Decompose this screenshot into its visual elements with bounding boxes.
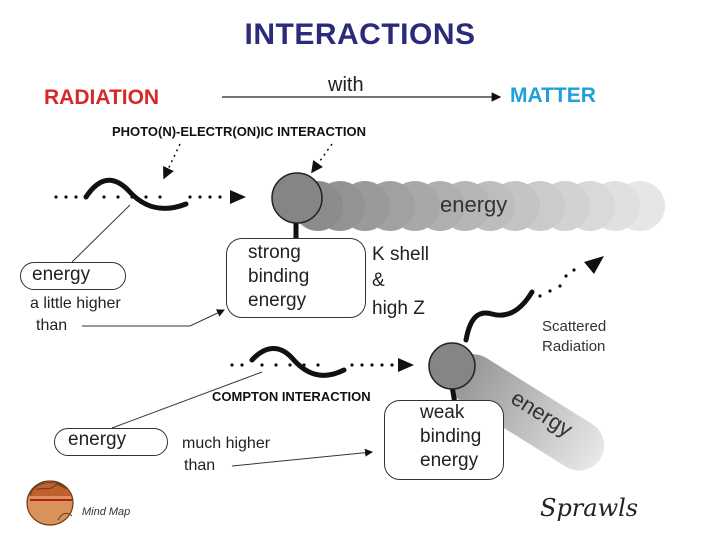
compton-binding-line-2: binding bbox=[420, 426, 482, 447]
photoelectric-title: PHOTO(N)-ELECTR(ON)IC INTERACTION bbox=[112, 124, 366, 139]
photo-energy-band-label: energy bbox=[440, 192, 508, 217]
compton-binding-line-3: energy bbox=[420, 450, 479, 471]
k-shell-line-1: K shell bbox=[372, 244, 430, 265]
compton-energy-to-wave-line bbox=[111, 371, 263, 429]
photo-label-pointer bbox=[163, 143, 181, 180]
compton-energy-band bbox=[448, 354, 605, 471]
scattered-line-1: Scattered bbox=[542, 318, 607, 335]
photo-than-arrow bbox=[82, 309, 225, 327]
radiation-label: RADIATION bbox=[44, 86, 160, 109]
page-title: INTERACTIONS bbox=[244, 18, 476, 51]
photo-incoming-energy-label: energy bbox=[32, 264, 91, 285]
compton-incoming-energy-label: energy bbox=[68, 429, 127, 450]
k-shell-line-2: & bbox=[372, 270, 385, 291]
photo-binding-line-2: binding bbox=[248, 266, 310, 287]
photo-label-pointer-ball bbox=[311, 143, 333, 174]
compton-binding-line-1: weak bbox=[420, 402, 465, 423]
scattered-wave bbox=[463, 256, 604, 343]
matter-label: MATTER bbox=[510, 84, 596, 107]
photo-incoming-wave bbox=[54, 177, 246, 211]
author-signature: Sprawls bbox=[540, 494, 639, 522]
photo-incoming-energy-box bbox=[20, 262, 126, 290]
photo-qualifier-line-2: than bbox=[36, 317, 68, 334]
compton-incoming-wave bbox=[230, 346, 414, 378]
photo-binding-box bbox=[226, 238, 366, 318]
compton-binding-box bbox=[384, 400, 504, 480]
compton-than-arrow bbox=[231, 448, 373, 467]
photo-binding-line-3: energy bbox=[248, 290, 307, 311]
compton-title: COMPTON INTERACTION bbox=[212, 389, 371, 404]
mind-map-label: Mind Map bbox=[82, 506, 131, 518]
scattered-line-2: Radiation bbox=[542, 338, 606, 355]
photo-electron-ball bbox=[271, 172, 323, 224]
compton-electron-ball bbox=[428, 342, 476, 390]
photo-energy-to-wave-line bbox=[71, 204, 131, 263]
k-shell-line-3: high Z bbox=[372, 298, 425, 319]
compton-qualifier-line-2: than bbox=[184, 457, 216, 474]
compton-incoming-energy-box bbox=[54, 428, 168, 456]
with-label: with bbox=[328, 74, 364, 96]
mind-map-head-icon bbox=[26, 480, 74, 526]
photo-binding-line-1: strong bbox=[248, 242, 301, 263]
photo-qualifier-line-1: a little higher bbox=[30, 295, 121, 312]
compton-qualifier-line-1: much higher bbox=[182, 435, 271, 452]
